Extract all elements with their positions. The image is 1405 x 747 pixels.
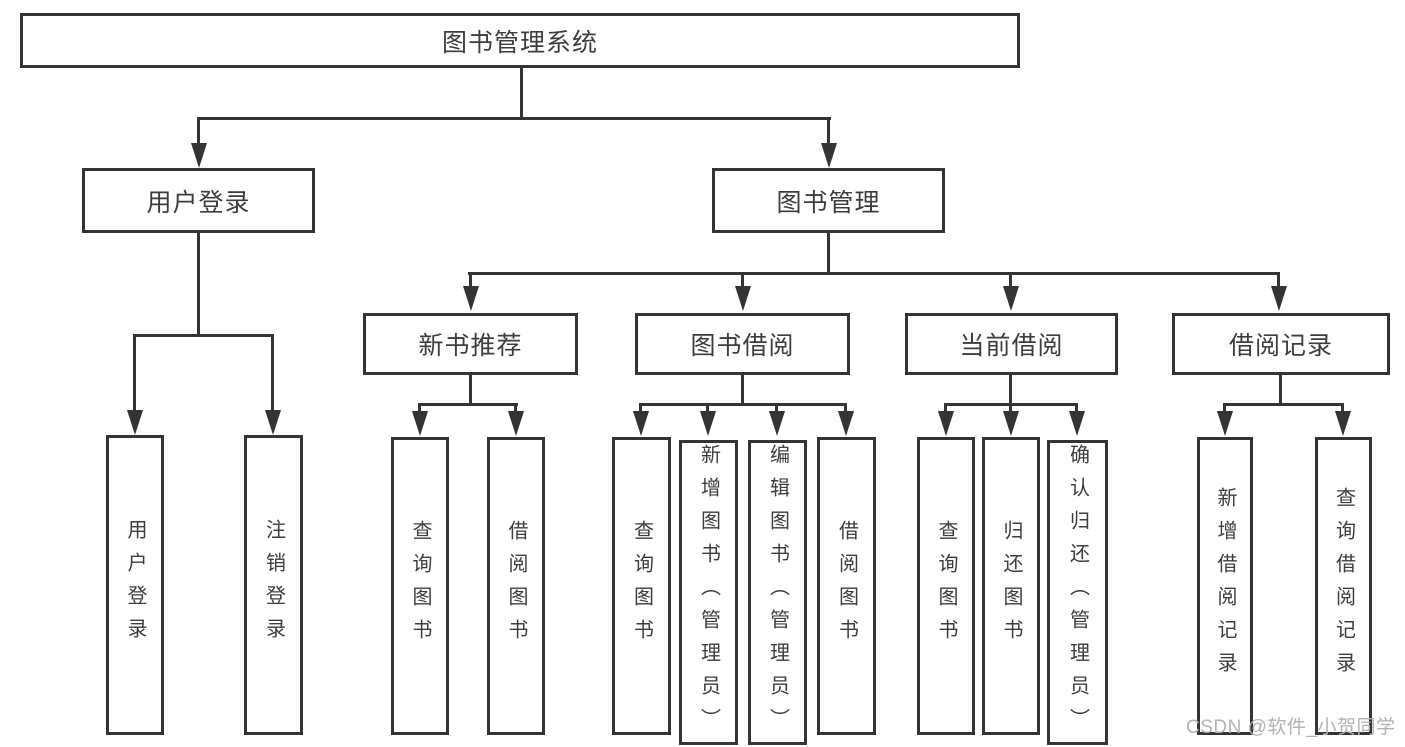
leaf-cb-return-books: 归还图书 xyxy=(982,437,1040,735)
node-label: 新书推荐 xyxy=(418,332,523,360)
connector-drop-current-borrow xyxy=(1009,272,1012,288)
leaf-nb-borrow-books: 借阅图书 xyxy=(487,437,545,735)
arrow-down-icon xyxy=(508,411,524,436)
node-label: 借阅图书 xyxy=(505,520,527,652)
leaf-bb-edit-books-admin: 编辑图书（管理员） xyxy=(748,440,807,745)
leaf-cb-confirm-return-admin: 确认归还（管理员） xyxy=(1047,440,1108,745)
node-label: 新增借阅记录 xyxy=(1214,487,1236,685)
connector-root-stem xyxy=(520,68,523,118)
node-label: 借阅记录 xyxy=(1228,332,1333,360)
arrow-down-icon xyxy=(769,411,785,436)
node-label: 图书借阅 xyxy=(690,332,795,360)
leaf-br-query-record: 查询借阅记录 xyxy=(1315,437,1372,735)
node-label: 查询图书 xyxy=(630,520,653,652)
connector-drop xyxy=(1341,403,1344,413)
connector-user-login-rail xyxy=(133,334,274,337)
arrow-down-icon xyxy=(1217,411,1233,436)
connector-drop-book-borrow xyxy=(741,272,744,288)
connector-book-borrow-rail xyxy=(639,403,847,406)
node-borrow-records: 借阅记录 xyxy=(1172,313,1390,375)
node-label: 查询图书 xyxy=(935,520,957,652)
leaf-logout: 注销登录 xyxy=(244,435,303,735)
arrow-down-icon xyxy=(700,411,716,436)
arrow-down-icon xyxy=(127,410,143,435)
node-current-borrow: 当前借阅 xyxy=(905,313,1118,375)
node-label: 图书管理 xyxy=(776,188,881,217)
arrow-down-icon xyxy=(1003,411,1019,436)
connector-borrow-records-stem xyxy=(1279,375,1282,405)
connector-drop xyxy=(944,403,947,413)
arrow-down-icon xyxy=(412,411,428,436)
connector-current-borrow-stem xyxy=(1009,375,1012,405)
connector-drop xyxy=(418,403,421,413)
connector-book-borrow-stem xyxy=(741,375,744,405)
arrow-down-icon xyxy=(463,286,479,311)
connector-drop xyxy=(1009,403,1012,413)
connector-book-mgmt-stem xyxy=(827,233,830,274)
node-book-mgmt: 图书管理 xyxy=(712,168,945,233)
connector-drop-login-leaf xyxy=(133,334,136,410)
leaf-user-login: 用户登录 xyxy=(106,435,164,735)
node-root: 图书管理系统 xyxy=(20,13,1020,68)
node-label: 注销登录 xyxy=(262,519,285,651)
node-label: 借阅图书 xyxy=(835,520,858,652)
node-label: 新增图书（管理员） xyxy=(697,444,720,741)
arrow-down-icon xyxy=(735,286,751,311)
arrow-down-icon xyxy=(265,410,281,435)
leaf-br-add-record: 新增借阅记录 xyxy=(1197,437,1253,735)
watermark: CSDN @软件_小贺同学 xyxy=(1186,717,1396,738)
node-label: 用户登录 xyxy=(146,188,251,217)
arrow-down-icon xyxy=(191,143,207,168)
leaf-bb-borrow-books: 借阅图书 xyxy=(817,437,876,735)
arrow-down-icon xyxy=(821,143,837,168)
node-label: 归还图书 xyxy=(1000,520,1022,652)
arrow-down-icon xyxy=(938,411,954,436)
connector-new-books-stem xyxy=(469,375,472,405)
arrow-down-icon xyxy=(838,411,854,436)
leaf-bb-add-books-admin: 新增图书（管理员） xyxy=(679,440,738,745)
connector-borrow-records-rail xyxy=(1223,403,1344,406)
connector-root-rail xyxy=(197,117,831,120)
connector-drop xyxy=(775,403,778,413)
node-label: 图书管理系统 xyxy=(441,28,598,57)
connector-drop-user-login xyxy=(197,117,200,145)
arrow-down-icon xyxy=(1271,286,1287,311)
connector-new-books-rail xyxy=(418,403,518,406)
node-new-books: 新书推荐 xyxy=(363,313,578,375)
leaf-cb-query-books: 查询图书 xyxy=(917,437,975,735)
arrow-down-icon xyxy=(1335,411,1351,436)
connector-book-mgmt-rail xyxy=(468,272,1280,275)
node-label: 用户登录 xyxy=(124,519,146,651)
connector-drop xyxy=(1223,403,1226,413)
connector-drop-new-books xyxy=(469,272,472,288)
arrow-down-icon xyxy=(633,411,649,436)
arrow-down-icon xyxy=(1003,286,1019,311)
connector-drop xyxy=(844,403,847,413)
node-book-borrow: 图书借阅 xyxy=(635,313,850,375)
connector-drop xyxy=(514,403,517,413)
node-label: 编辑图书（管理员） xyxy=(766,444,789,741)
arrow-down-icon xyxy=(1069,411,1085,436)
node-label: 查询图书 xyxy=(409,520,431,652)
node-label: 确认归还（管理员） xyxy=(1066,444,1089,741)
leaf-nb-query-books: 查询图书 xyxy=(391,437,449,735)
node-label: 当前借阅 xyxy=(959,332,1064,360)
connector-drop-book-mgmt xyxy=(827,117,830,145)
node-user-login: 用户登录 xyxy=(82,168,315,233)
connector-drop xyxy=(1075,403,1078,413)
node-label: 查询借阅记录 xyxy=(1332,487,1355,685)
connector-drop xyxy=(639,403,642,413)
connector-drop-logout-leaf xyxy=(271,334,274,410)
connector-drop xyxy=(706,403,709,413)
connector-user-login-stem xyxy=(197,233,200,336)
leaf-bb-query-books: 查询图书 xyxy=(612,437,671,735)
connector-drop-borrow-records xyxy=(1277,272,1280,288)
